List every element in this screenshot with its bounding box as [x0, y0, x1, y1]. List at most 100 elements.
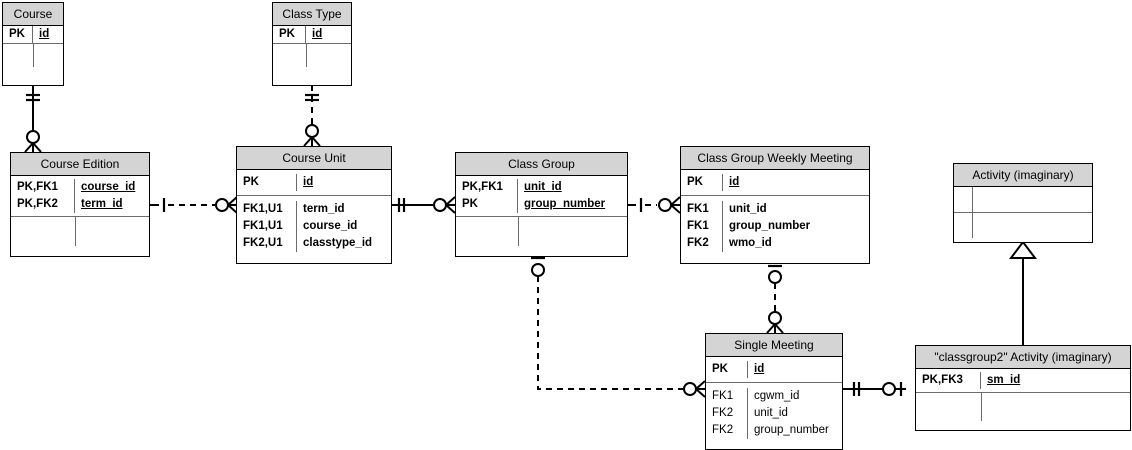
- entity-course-unit-attrs: FK1,U1 term_id FK1,U1 course_id FK2,U1 c…: [237, 195, 391, 256]
- row-attr: wmo_id: [729, 237, 772, 249]
- relationship-class-group-to-cgwm: [628, 196, 681, 214]
- entity-classgroup2-activity[interactable]: "classgroup2" Activity (imaginary) PK,FK…: [915, 345, 1131, 431]
- entity-class-type[interactable]: Class Type PK id: [272, 2, 352, 86]
- row-key: PK: [273, 26, 306, 43]
- entity-course[interactable]: Course PK id: [2, 2, 64, 86]
- entity-course-keys: PK id: [3, 26, 63, 43]
- entity-class-group-keys: PK,FK1 unit_id PK group_number: [456, 176, 627, 216]
- row-key: FK1,U1: [237, 201, 297, 218]
- row-key: FK2: [706, 405, 748, 422]
- entity-class-group-attrs: [456, 216, 627, 246]
- entity-course-edition[interactable]: Course Edition PK,FK1 course_id PK,FK2 t…: [10, 152, 150, 257]
- entity-course-unit[interactable]: Course Unit PK id FK1,U1 term_id FK1,U1 …: [236, 146, 392, 264]
- entity-class-group[interactable]: Class Group PK,FK1 unit_id PK group_numb…: [455, 152, 628, 257]
- table-row: PK id: [3, 26, 63, 43]
- row-attr: course_id: [81, 181, 136, 193]
- relationship-course-to-course-edition: [24, 85, 42, 153]
- row-key: PK,FK2: [11, 196, 75, 213]
- row-key: FK2: [706, 422, 748, 439]
- column-divider: [518, 217, 519, 246]
- relationship-activity-generalization: [1009, 240, 1037, 345]
- relationship-single-meeting-to-classgroup2: [843, 382, 906, 396]
- table-row: PK group_number: [456, 196, 627, 213]
- entity-activity-attrs: [954, 212, 1092, 238]
- row-key: FK1: [681, 201, 723, 218]
- entity-course-unit-keys: PK id: [237, 170, 391, 195]
- entity-activity-keys: [954, 187, 1092, 212]
- table-row: PK,FK2 term_id: [11, 196, 149, 213]
- entity-course-edition-title: Course Edition: [11, 153, 149, 176]
- table-row: FK1,U1 term_id: [237, 201, 391, 218]
- row-attr: group_number: [729, 220, 811, 232]
- column-divider: [972, 213, 973, 238]
- row-attr: cgwm_id: [754, 390, 800, 402]
- row-attr: group_number: [524, 198, 606, 210]
- table-row: PK id: [681, 174, 869, 191]
- row-attr: id: [303, 176, 314, 188]
- entity-course-edition-attrs: [11, 216, 149, 246]
- row-attr: unit_id: [729, 203, 767, 215]
- row-attr: id: [729, 176, 740, 188]
- entity-classgroup2-keys: PK,FK3 sm_id: [916, 369, 1130, 392]
- table-row: FK2 group_number: [706, 422, 842, 439]
- table-row: FK1 unit_id: [681, 201, 869, 218]
- row-attr: term_id: [81, 198, 123, 210]
- table-row: PK,FK1 course_id: [11, 179, 149, 196]
- column-divider: [981, 393, 982, 421]
- row-key: PK: [681, 174, 723, 191]
- row-key: PK: [237, 174, 297, 191]
- table-row: FK1 group_number: [681, 218, 869, 235]
- relationship-class-type-to-course-unit: [303, 85, 321, 147]
- table-row: PK,FK3 sm_id: [916, 372, 1130, 389]
- entity-single-meeting-title: Single Meeting: [706, 334, 842, 357]
- entity-cgwm-keys: PK id: [681, 170, 869, 195]
- relationship-course-unit-to-class-group: [392, 196, 456, 214]
- entity-activity-title: Activity (imaginary): [954, 164, 1092, 187]
- row-key: PK,FK1: [456, 179, 518, 196]
- entity-course-attrs: [3, 43, 63, 67]
- entity-class-group-weekly-meeting[interactable]: Class Group Weekly Meeting PK id FK1 uni…: [680, 146, 870, 264]
- row-attr: id: [39, 28, 50, 40]
- entity-class-group-title: Class Group: [456, 153, 627, 176]
- column-divider: [33, 44, 34, 67]
- entity-cgwm-title: Class Group Weekly Meeting: [681, 147, 869, 170]
- entity-classgroup2-attrs: [916, 392, 1130, 421]
- entity-single-meeting[interactable]: Single Meeting PK id FK1 cgwm_id FK2 uni…: [705, 333, 843, 450]
- column-divider: [306, 44, 307, 67]
- row-key: FK1: [706, 388, 748, 405]
- row-attr: term_id: [303, 203, 345, 215]
- row-key: PK,FK1: [11, 179, 75, 196]
- entity-course-title: Course: [3, 3, 63, 26]
- row-attr: sm_id: [987, 374, 1021, 386]
- row-key: PK: [706, 361, 748, 378]
- row-key: PK: [3, 26, 33, 43]
- row-key: FK1: [681, 218, 723, 235]
- row-attr: id: [754, 363, 765, 375]
- table-row: PK,FK1 unit_id: [456, 179, 627, 196]
- entity-class-type-title: Class Type: [273, 3, 351, 26]
- row-attr: id: [312, 28, 323, 40]
- relationship-course-edition-to-course-unit: [150, 196, 238, 214]
- entity-single-meeting-attrs: FK1 cgwm_id FK2 unit_id FK2 group_number: [706, 382, 842, 443]
- entity-class-type-keys: PK id: [273, 26, 351, 43]
- row-attr: course_id: [303, 220, 358, 232]
- table-row: FK2,U1 classtype_id: [237, 235, 391, 252]
- row-key: PK,FK3: [916, 372, 981, 389]
- table-row: PK id: [706, 361, 842, 378]
- entity-single-meeting-keys: PK id: [706, 357, 842, 382]
- row-attr: group_number: [754, 424, 829, 436]
- row-key: FK2,U1: [237, 235, 297, 252]
- column-divider: [972, 187, 973, 212]
- row-attr: unit_id: [754, 407, 788, 419]
- row-attr: classtype_id: [303, 237, 373, 249]
- entity-cgwm-attrs: FK1 unit_id FK1 group_number FK2 wmo_id: [681, 195, 869, 256]
- row-key: FK2: [681, 235, 723, 252]
- entity-course-edition-keys: PK,FK1 course_id PK,FK2 term_id: [11, 176, 149, 216]
- table-row: FK1 cgwm_id: [706, 388, 842, 405]
- relationship-cgwm-to-single-meeting: [766, 264, 784, 334]
- entity-course-unit-title: Course Unit: [237, 147, 391, 170]
- table-row: FK2 wmo_id: [681, 235, 869, 252]
- row-attr: unit_id: [524, 181, 562, 193]
- entity-classgroup2-title: "classgroup2" Activity (imaginary): [916, 346, 1130, 369]
- entity-activity-imaginary[interactable]: Activity (imaginary): [953, 163, 1093, 243]
